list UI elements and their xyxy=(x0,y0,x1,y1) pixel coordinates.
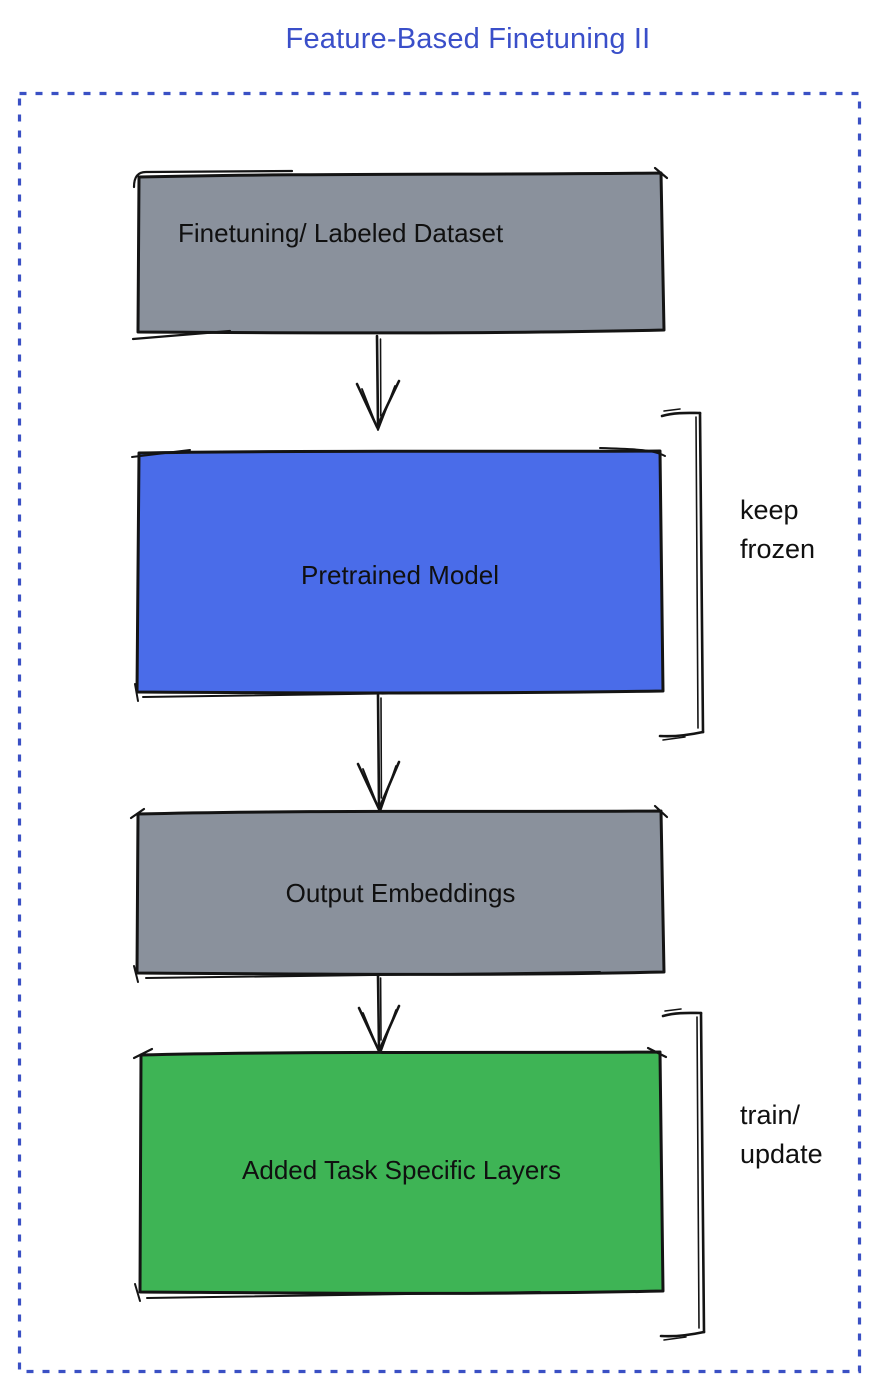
pretrained-box-label: Pretrained Model xyxy=(301,560,499,590)
train-update-label: train/ update xyxy=(740,1100,823,1169)
page-title: Feature-Based Finetuning II xyxy=(285,23,651,55)
keep-frozen-label: keep frozen xyxy=(740,495,816,564)
arrow-dataset-to-pretrained xyxy=(355,334,401,431)
embeddings-box-shape xyxy=(129,804,669,983)
dataset-box-label: Finetuning/ Labeled Dataset xyxy=(178,218,504,248)
train-update-bracket xyxy=(659,1008,706,1341)
pretrained-box-shape xyxy=(131,447,666,702)
arrow-pretrained-to-embeddings xyxy=(356,693,401,813)
dataset-box-shape xyxy=(131,166,669,341)
task-layers-box-shape xyxy=(132,1046,668,1302)
dotted-frame xyxy=(17,91,862,1374)
embeddings-box-label: Output Embeddings xyxy=(285,878,516,908)
task-layers-box-label: Added Task Specific Layers xyxy=(242,1155,561,1185)
keep-frozen-bracket xyxy=(658,408,705,741)
arrow-embeddings-to-layers xyxy=(357,974,401,1055)
